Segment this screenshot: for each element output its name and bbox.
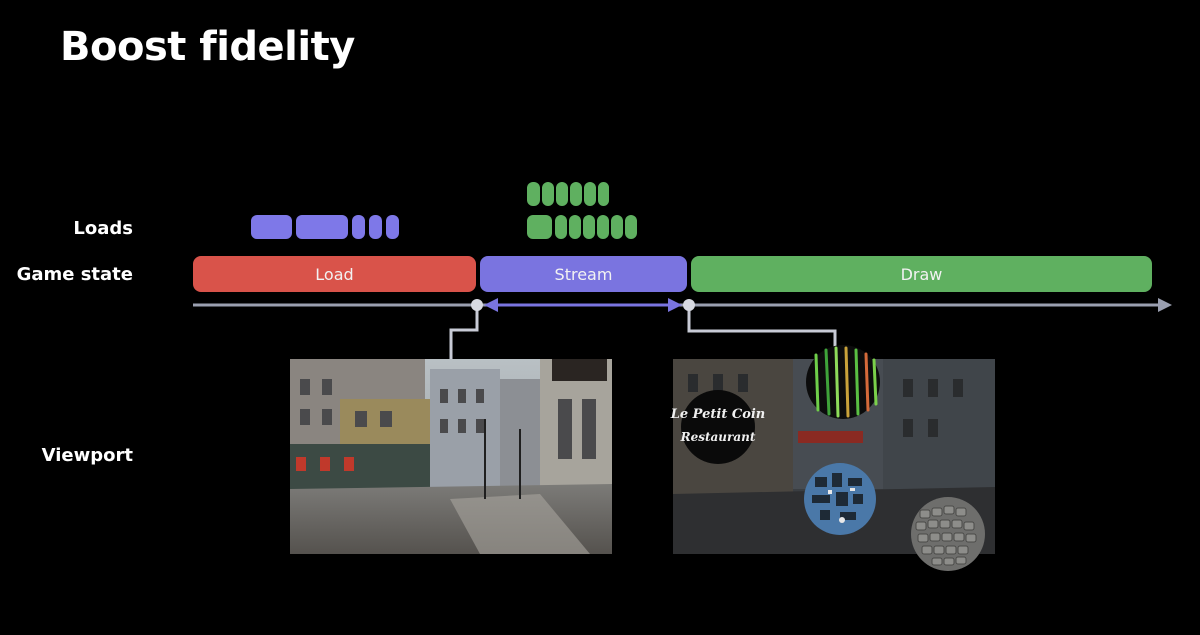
- stream-span-right-arrow-icon: [668, 298, 682, 312]
- state-label-stream: Stream: [554, 264, 613, 284]
- stream-pill: [597, 215, 609, 239]
- timeline-marker-stream-end: [683, 299, 695, 311]
- stream-pill: [527, 182, 540, 206]
- state-label-draw: Draw: [900, 264, 943, 284]
- stream-pill: [598, 182, 609, 206]
- load-pill: [352, 215, 365, 239]
- state-bar-load: Load: [193, 256, 476, 292]
- load-pill: [369, 215, 382, 239]
- stream-pill: [611, 215, 623, 239]
- stream-pill: [584, 182, 596, 206]
- timeline-marker-stream-start: [471, 299, 483, 311]
- load-pill: [296, 215, 348, 239]
- viewport-before: [290, 359, 612, 554]
- state-bar-stream: Stream: [480, 256, 687, 292]
- stream-pill: [542, 182, 554, 206]
- state-label-load: Load: [315, 264, 354, 284]
- stream-pill: [569, 215, 581, 239]
- connector-left: [449, 305, 479, 359]
- stream-pill: [555, 215, 567, 239]
- stream-pill: [556, 182, 568, 206]
- slide-title: Boost fidelity: [60, 24, 355, 70]
- row-label-game-state: Game state: [16, 264, 133, 285]
- row-label-loads: Loads: [73, 218, 133, 239]
- stream-pill: [570, 182, 582, 206]
- load-pill: [251, 215, 292, 239]
- stream-span-left-arrow-icon: [484, 298, 498, 312]
- connector-right: [687, 305, 837, 350]
- stream-pill: [583, 215, 595, 239]
- textured-scene-image: [673, 359, 995, 554]
- street-scene-image: [290, 359, 612, 554]
- row-label-viewport: Viewport: [41, 445, 133, 466]
- stream-pill: [527, 215, 552, 239]
- timeline-arrow-icon: [1158, 298, 1172, 312]
- viewport-after: [673, 359, 995, 554]
- load-pill: [386, 215, 399, 239]
- state-bar-draw: Draw: [691, 256, 1152, 292]
- stream-pill: [625, 215, 637, 239]
